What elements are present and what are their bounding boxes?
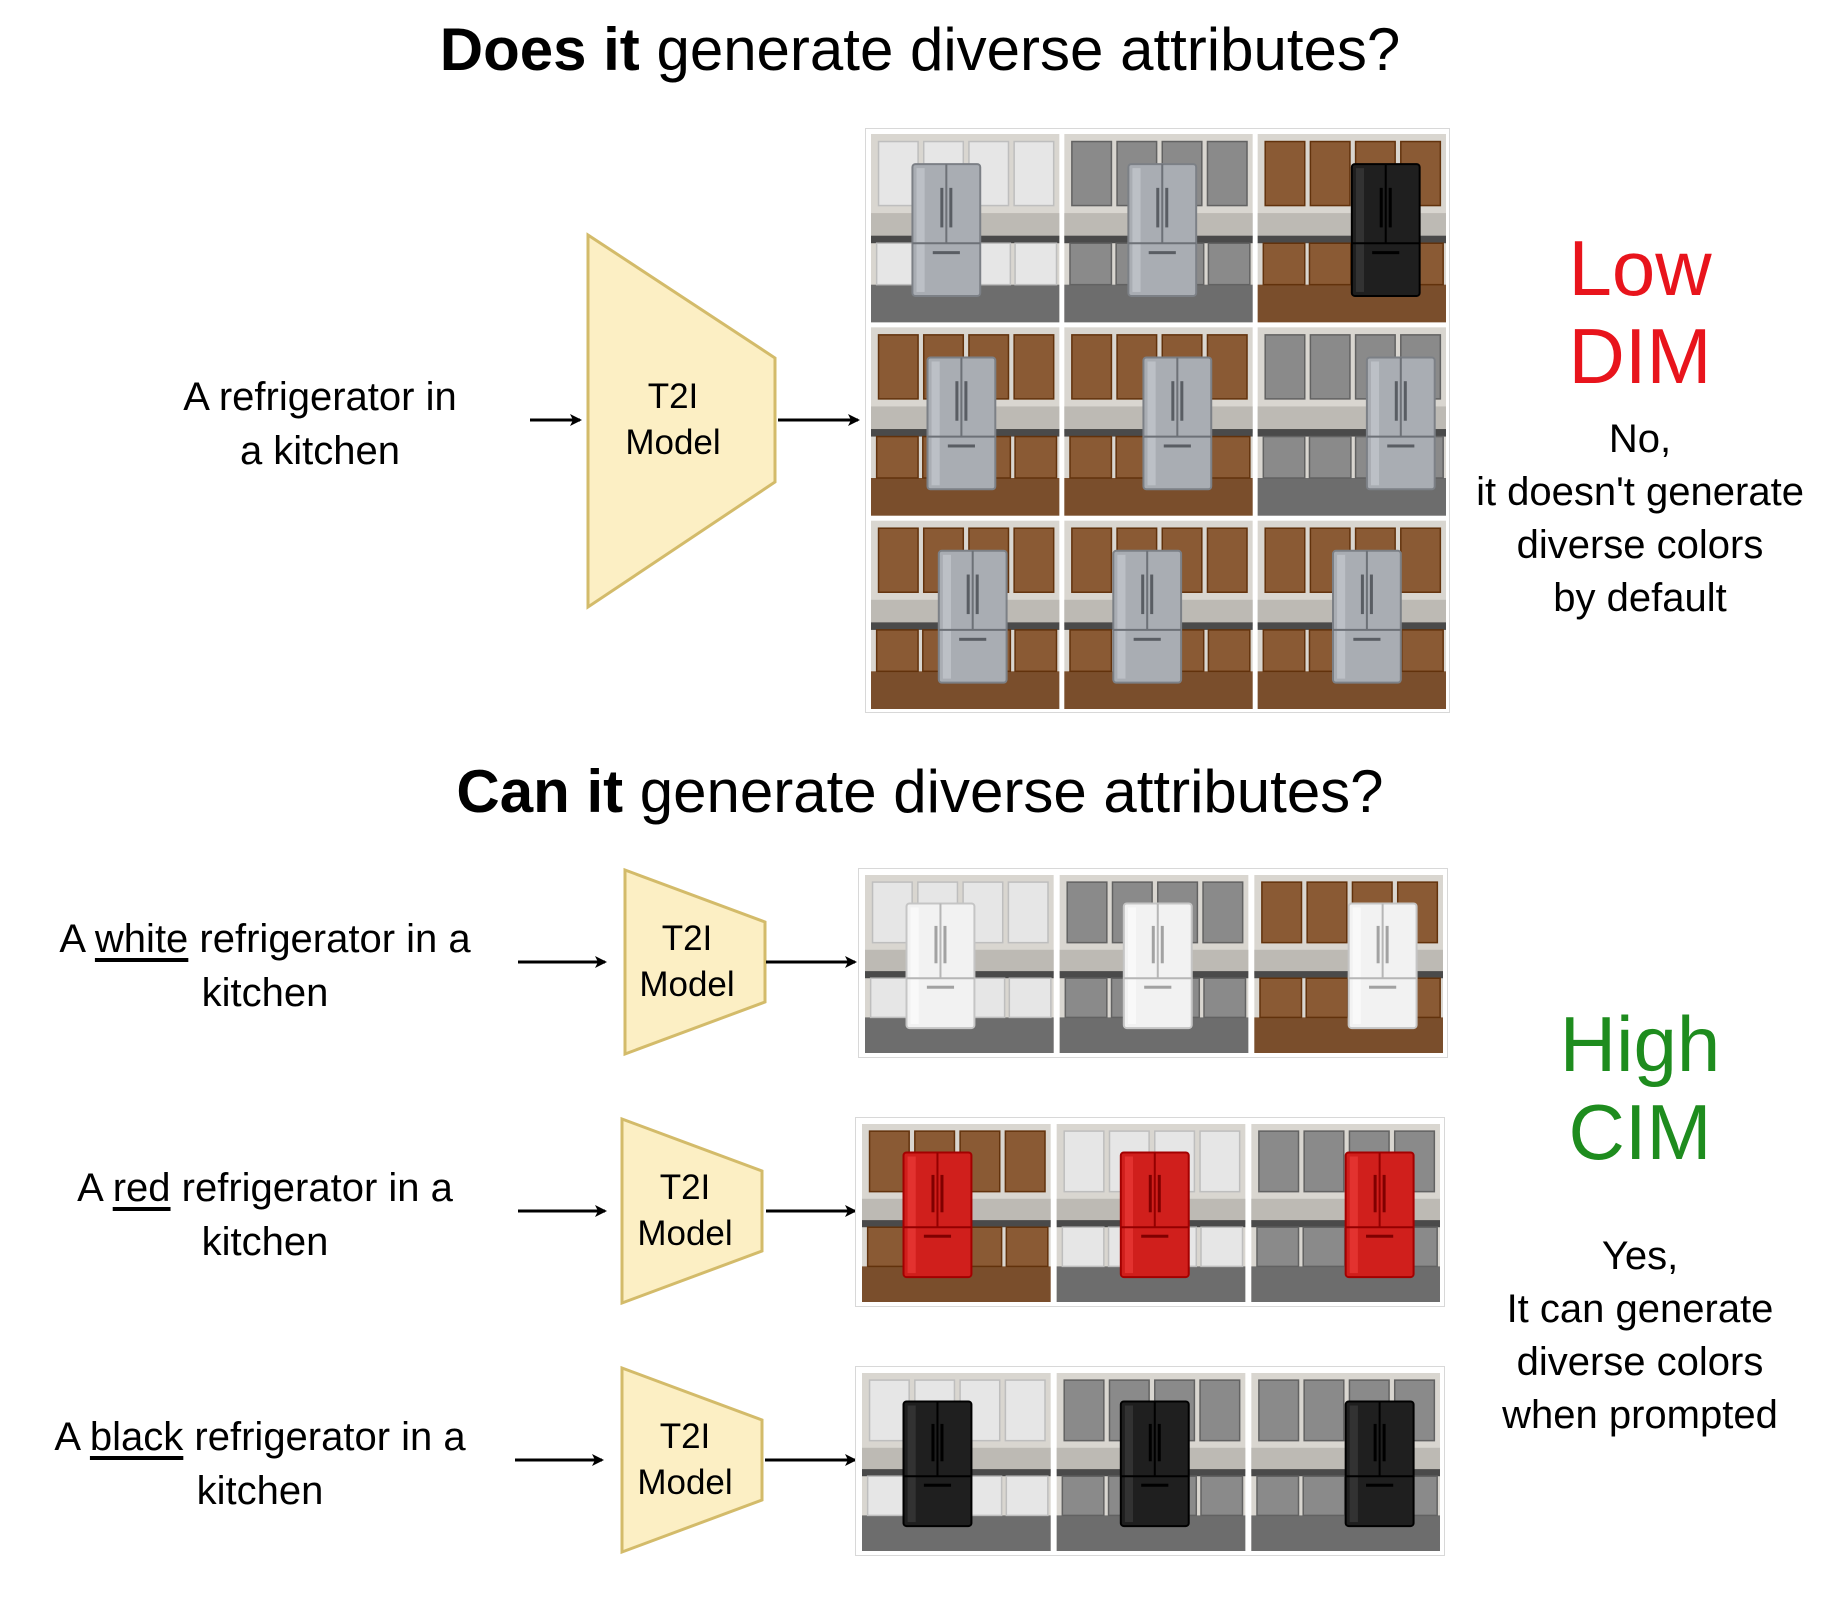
black-row-thumbnail-2 (1056, 1373, 1246, 1551)
red-row-thumbnail-1 (862, 1124, 1051, 1302)
black-prompt-pre: A (54, 1415, 90, 1459)
white-attribute-word: white (94, 917, 189, 961)
red-prompt-line2: kitchen (201, 1220, 329, 1264)
cim-word: CIM (1568, 1088, 1712, 1176)
white-model-shape (623, 867, 767, 1057)
white-prompt-line2: kitchen (201, 971, 329, 1015)
high-word: High (1559, 1000, 1721, 1088)
bottom-note-line1: Yes, (1601, 1234, 1679, 1278)
red-prompt-line1: A red refrigerator in a (20, 1161, 510, 1215)
red-prompt-post: refrigerator in a (170, 1166, 453, 1210)
black-image-row-svg (862, 1373, 1440, 1551)
white-prompt-line1: A white refrigerator in a (20, 912, 510, 966)
black-prompt-line2: kitchen (196, 1469, 324, 1513)
black-prompt: A black refrigerator in a kitchen (15, 1410, 505, 1518)
top-note-line3: diverse colors (1516, 523, 1764, 567)
red-image-row (855, 1117, 1445, 1307)
white-row-thumbnail-2 (1059, 875, 1249, 1053)
white-image-row (858, 868, 1448, 1058)
top-image-grid (865, 128, 1450, 713)
top-thumbnail-5 (1064, 327, 1253, 516)
white-prompt-post: refrigerator in a (188, 917, 471, 961)
black-image-row (855, 1366, 1445, 1556)
black-model-shape (620, 1365, 764, 1555)
bottom-heading: Can it generate diverse attributes? (0, 757, 1840, 827)
black-row-thumbnail-3 (1251, 1373, 1440, 1551)
white-image-row-svg (865, 875, 1443, 1053)
top-prompt-line1: A refrigerator in (183, 375, 457, 419)
bottom-heading-bold: Can it (456, 758, 624, 825)
top-heading: Does it generate diverse attributes? (0, 15, 1840, 85)
black-row-thumbnail-1 (862, 1373, 1051, 1551)
red-image-row-svg (862, 1124, 1440, 1302)
top-model-shape (586, 232, 777, 610)
white-prompt: A white refrigerator in a kitchen (20, 912, 510, 1020)
top-thumbnail-1 (871, 134, 1060, 323)
black-prompt-post: refrigerator in a (183, 1415, 466, 1459)
bottom-note: Yes, It can generate diverse colors when… (1440, 1230, 1840, 1442)
red-row-thumbnail-2 (1056, 1124, 1246, 1302)
top-prompt: A refrigerator in a kitchen (120, 370, 520, 478)
top-note-line2: it doesn't generate (1476, 470, 1804, 514)
red-prompt: A red refrigerator in a kitchen (20, 1161, 510, 1269)
red-model-shape (620, 1116, 764, 1306)
top-thumbnail-4 (871, 327, 1060, 516)
top-heading-rest: generate diverse attributes? (639, 16, 1401, 83)
red-attribute-word: red (112, 1166, 171, 1210)
top-heading-bold: Does it (439, 16, 640, 83)
top-thumbnail-9 (1257, 520, 1446, 709)
bottom-heading-rest: generate diverse attributes? (623, 758, 1384, 825)
low-dim-label: Low DIM (1460, 224, 1820, 400)
high-cim-label: High CIM (1460, 1000, 1820, 1176)
top-thumbnail-2 (1064, 134, 1253, 323)
black-attribute-word: black (89, 1415, 184, 1459)
top-prompt-line2: a kitchen (239, 429, 401, 473)
low-word: Low (1568, 224, 1712, 312)
white-row-thumbnail-1 (865, 875, 1054, 1053)
top-note-line4: by default (1553, 576, 1727, 620)
bottom-note-line2: It can generate (1506, 1287, 1774, 1331)
white-prompt-pre: A (59, 917, 95, 961)
top-note-line1: No, (1608, 417, 1672, 461)
top-thumbnail-7 (871, 520, 1060, 709)
top-note: No, it doesn't generate diverse colors b… (1440, 413, 1840, 625)
top-thumbnail-3 (1257, 134, 1446, 323)
dim-word: DIM (1568, 312, 1712, 400)
black-prompt-line1: A black refrigerator in a (15, 1410, 505, 1464)
top-thumbnail-8 (1064, 520, 1253, 709)
red-row-thumbnail-3 (1251, 1124, 1440, 1302)
bottom-note-line3: diverse colors (1516, 1340, 1764, 1384)
bottom-note-line4: when prompted (1502, 1393, 1778, 1437)
top-image-grid-svg (871, 134, 1446, 709)
red-prompt-pre: A (77, 1166, 113, 1210)
top-thumbnail-6 (1257, 327, 1446, 516)
white-row-thumbnail-3 (1254, 875, 1443, 1053)
